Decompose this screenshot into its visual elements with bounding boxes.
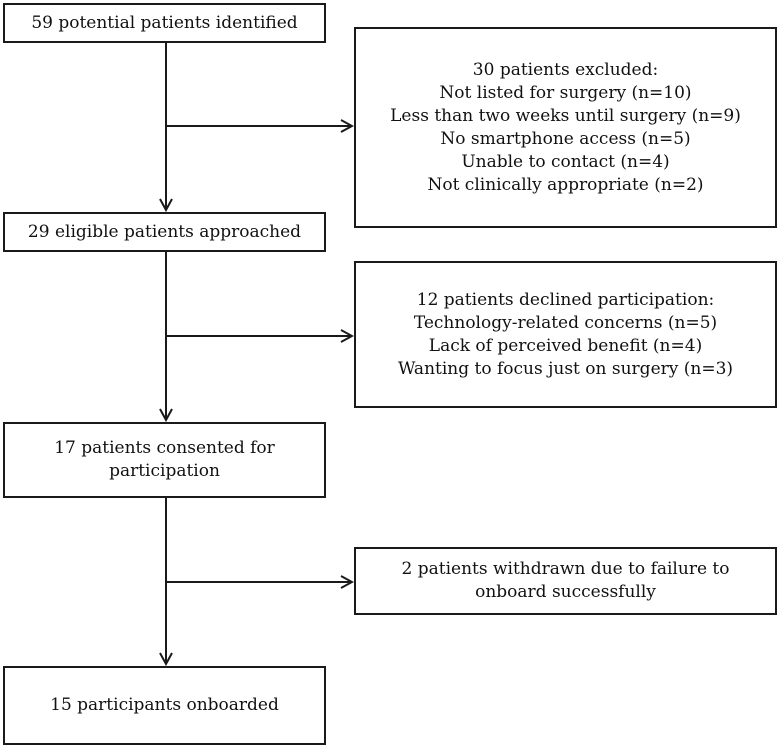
withdrawn-text-line1: 2 patients withdrawn due to failure to bbox=[401, 559, 730, 579]
consented-text-line1: 17 patients consented for bbox=[54, 438, 275, 458]
withdrawn-text-line2: onboard successfully bbox=[475, 582, 656, 602]
onboarded-box: 15 participants onboarded bbox=[3, 666, 326, 745]
approached-box: 29 eligible patients approached bbox=[3, 212, 326, 252]
withdrawn-box: 2 patients withdrawn due to failure to o… bbox=[354, 547, 777, 615]
identified-box: 59 potential patients identified bbox=[3, 3, 326, 43]
declined-reason: Technology-related concerns (n=5) bbox=[413, 312, 718, 333]
identified-text: 59 potential patients identified bbox=[31, 12, 298, 33]
declined-reason: Lack of perceived benefit (n=4) bbox=[428, 335, 703, 356]
declined-reason: Wanting to focus just on surgery (n=3) bbox=[397, 358, 734, 379]
excluded-reason: No smartphone access (n=5) bbox=[440, 128, 691, 149]
approached-text: 29 eligible patients approached bbox=[27, 221, 302, 242]
declined-heading: 12 patients declined participation: bbox=[416, 289, 715, 310]
consented-text-line2: participation bbox=[109, 461, 220, 481]
excluded-reason: Less than two weeks until surgery (n=9) bbox=[390, 105, 741, 126]
excluded-heading: 30 patients excluded: bbox=[472, 59, 659, 80]
excluded-reason: Unable to contact (n=4) bbox=[461, 151, 670, 172]
excluded-box: 30 patients excluded: Not listed for sur… bbox=[354, 27, 777, 228]
consented-box: 17 patients consented for participation bbox=[3, 422, 326, 498]
excluded-reason: Not clinically appropriate (n=2) bbox=[427, 174, 704, 195]
declined-box: 12 patients declined participation: Tech… bbox=[354, 261, 777, 408]
excluded-reason: Not listed for surgery (n=10) bbox=[439, 82, 692, 103]
onboarded-text: 15 participants onboarded bbox=[50, 695, 279, 715]
